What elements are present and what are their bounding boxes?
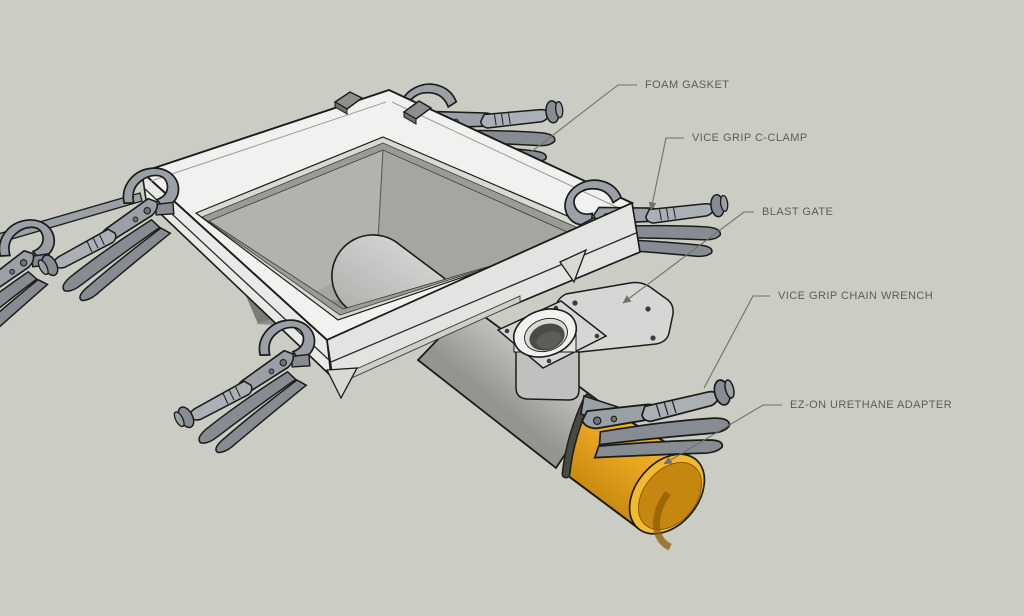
blast-gate-sleeve	[515, 345, 580, 401]
leader-line-blast-gate	[622, 211, 754, 304]
clamp-pad-far-left	[333, 91, 364, 115]
hopper-frame	[142, 90, 632, 340]
label-vice-grip-chain-wrench: VICE GRIP CHAIN WRENCH	[778, 290, 934, 302]
label-blast-gate: BLAST GATE	[762, 206, 834, 218]
blast-gate-collar	[512, 308, 578, 358]
leader-line-foam-gasket	[530, 84, 637, 153]
clamp-pad-far-right	[402, 100, 433, 125]
vice-grip-c-clamp-offscreen	[0, 192, 143, 367]
leader-line-ez-on-urethane-adapter	[663, 404, 782, 465]
vice-grip-chain-wrench	[576, 355, 755, 495]
leader-line-vice-grip-chain-wrench	[703, 295, 770, 389]
label-foam-gasket: FOAM GASKET	[645, 79, 730, 91]
label-vice-grip-c-clamp: VICE GRIP C-CLAMP	[692, 132, 808, 144]
ez-on-urethane-adapter	[561, 396, 706, 551]
foam-gasket-fin-right	[559, 248, 588, 284]
label-ez-on-urethane-adapter: EZ-ON URETHANE ADAPTER	[790, 399, 953, 411]
foam-gasket-fin-bottom	[325, 367, 359, 400]
leader-line-vice-grip-c-clamp	[648, 137, 684, 211]
blast-gate	[496, 281, 674, 401]
frame-near-edge	[325, 201, 641, 400]
